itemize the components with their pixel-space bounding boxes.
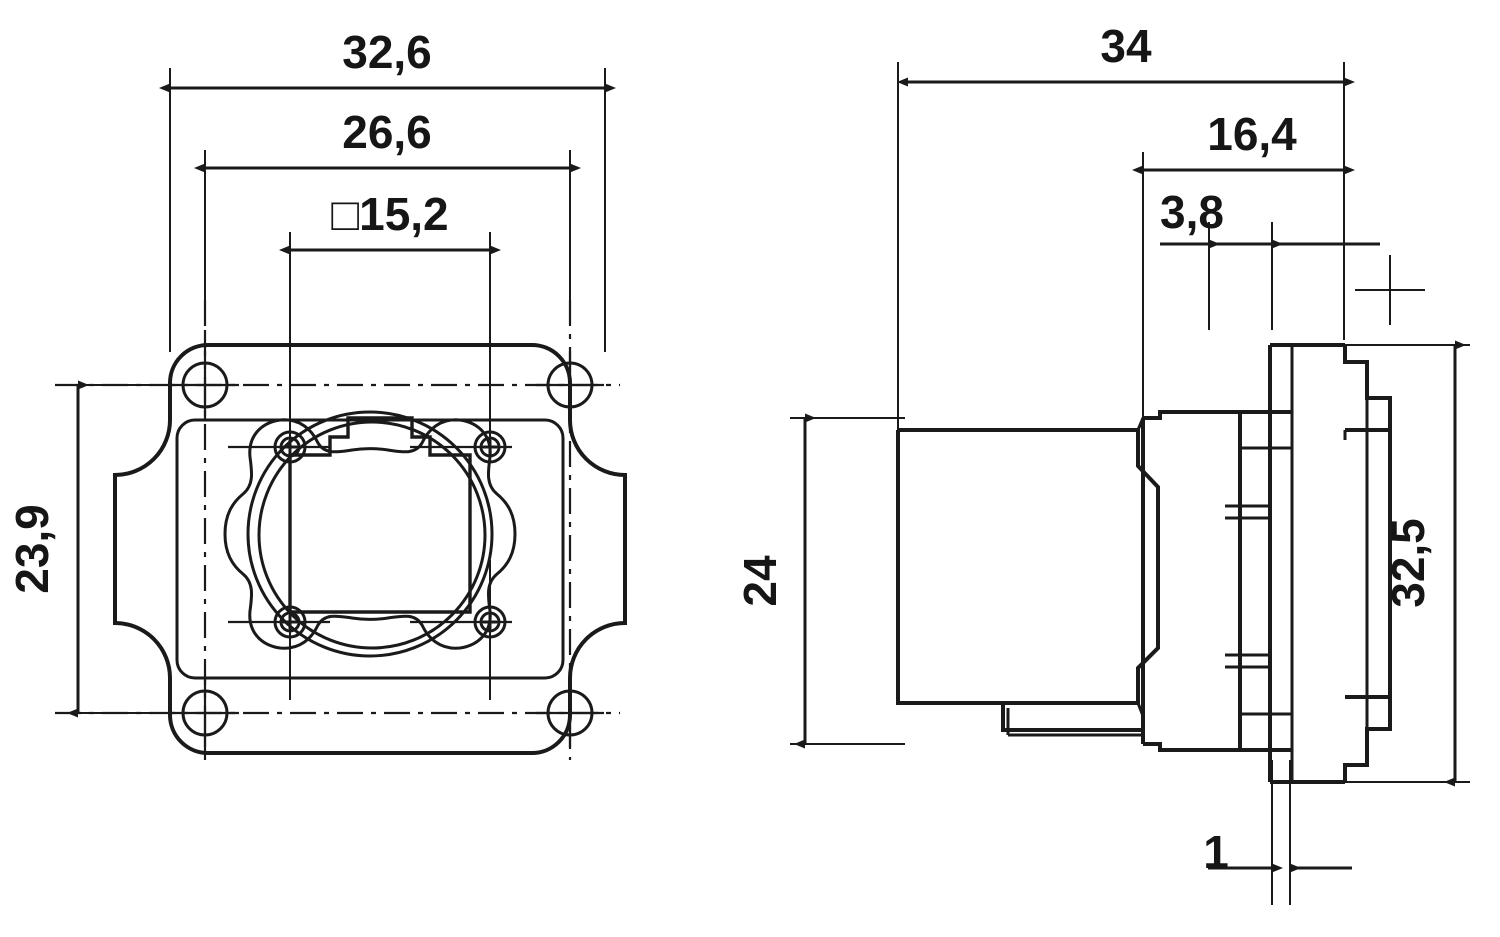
dimension-side-front-length: 16,4: [1132, 108, 1355, 175]
dimension-label-24: 24: [734, 555, 786, 607]
front-scalloped-ring: [223, 418, 517, 650]
side-locating-rib-bottom: [1225, 653, 1272, 669]
front-insert-outer-circle: [246, 410, 494, 658]
dimension-side-total-length: 34: [897, 20, 1355, 87]
dimension-label-16-4: 16,4: [1207, 108, 1297, 160]
dimension-side-flange-height: 32,5: [1382, 340, 1466, 787]
front-view-projection-lines: [68, 68, 606, 714]
dimension-front-hole-pitch-horizontal: 26,6: [194, 106, 581, 173]
dimension-side-plate-thickness: 1: [1203, 826, 1352, 878]
dimension-label-15-2: □15,2: [331, 188, 448, 240]
front-insert-screw-top-left: [273, 430, 307, 464]
dimension-front-width-outer: 32,6: [159, 26, 616, 93]
front-insert-screw-bottom-left: [273, 605, 307, 639]
dimension-label-3-8: 3,8: [1160, 186, 1224, 238]
dimension-label-23-9: 23,9: [6, 504, 58, 594]
side-rear-body: [898, 428, 1160, 732]
front-insert-inner-circle: [257, 420, 487, 650]
front-rj45-opening: [288, 416, 472, 614]
front-insert-screw-top-right: [473, 430, 507, 464]
front-insert-screw-bottom-right: [473, 605, 507, 639]
dimension-label-32-5: 32,5: [1382, 518, 1434, 608]
side-rear-body-left: [896, 430, 1003, 705]
dimension-label-32-6: 32,6: [342, 26, 432, 78]
dimension-label-1: 1: [1203, 826, 1229, 878]
side-view: 34 16,4 3,8 24 32,5 1: [734, 20, 1470, 905]
dimension-side-body-height: 24: [734, 413, 816, 749]
dimension-side-step-length: 3,8: [1160, 186, 1380, 249]
side-housing-top: [1143, 410, 1240, 420]
side-view-projection-lines: [790, 62, 1470, 905]
dimension-front-square-bore: □15,2: [279, 188, 501, 255]
dimension-label-34: 34: [1100, 20, 1152, 72]
front-inner-recess: [175, 418, 565, 680]
front-view: 32,6 26,6 □15,2 23,9: [6, 26, 627, 760]
dimension-front-hole-pitch-vertical: 23,9: [6, 380, 89, 718]
side-locating-rib-top: [1225, 504, 1272, 520]
side-housing-bottom: [1143, 742, 1240, 752]
dimension-label-26-6: 26,6: [342, 106, 432, 158]
